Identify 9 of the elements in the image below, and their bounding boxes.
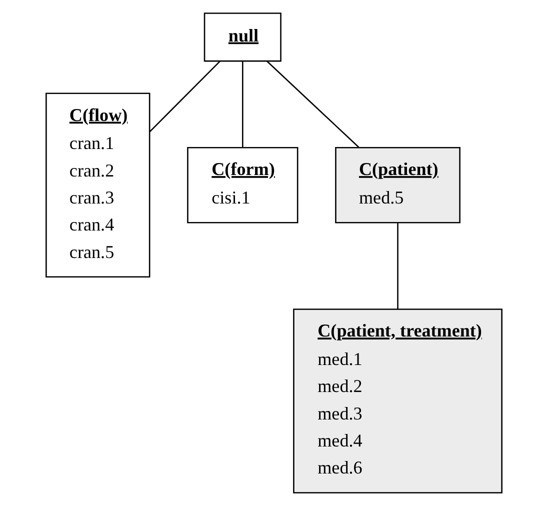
- node-box: C(form) cisi.1: [187, 147, 298, 224]
- connector: [242, 61, 244, 148]
- node-box: C(flow) cran.1 cran.2 cran.3 cran.4 cran.5: [46, 92, 150, 278]
- node-box: C(patient) med.5: [335, 147, 460, 224]
- node-box: null: [204, 12, 282, 62]
- connector: [266, 60, 360, 148]
- connector: [397, 223, 398, 309]
- connector: [149, 60, 220, 132]
- node-box: C(patient, treatment) med.1 med.2 med.3 med.4 med.6: [293, 308, 502, 494]
